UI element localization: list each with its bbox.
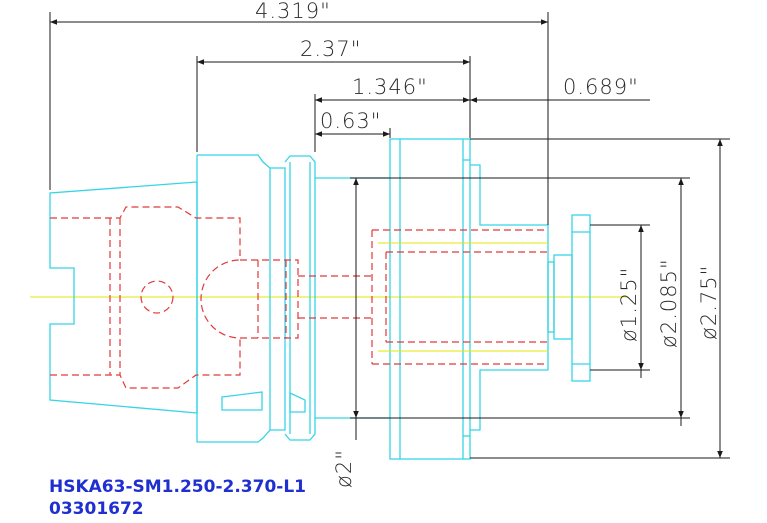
dim-flange-diameter: ø2" — [332, 449, 356, 488]
dimension-labels: 4.319" 2.37" 1.346" 0.63" 0.689" ø1.25" … — [255, 0, 721, 488]
dim-body-diameter: ø2.75" — [697, 265, 721, 340]
dim-bore-diameter: ø1.25" — [617, 267, 641, 342]
dimension-lines — [49, 12, 730, 459]
dim-projection: 0.689" — [563, 75, 639, 99]
dim-holder-length: 1.346" — [352, 75, 428, 99]
hidden-lines — [50, 206, 548, 389]
dim-gauge-length: 2.37" — [300, 37, 361, 61]
dim-nut-diameter: ø2.085" — [657, 258, 681, 348]
tool-holder-outline — [49, 138, 591, 460]
dim-overall-length: 4.319" — [255, 0, 331, 23]
dim-flange-offset: 0.63" — [320, 109, 381, 133]
bore-centerlines — [378, 242, 548, 352]
part-number-label: HSKA63-SM1.250-2.370-L1 — [49, 477, 306, 497]
serial-number-label: 03301672 — [49, 499, 144, 519]
